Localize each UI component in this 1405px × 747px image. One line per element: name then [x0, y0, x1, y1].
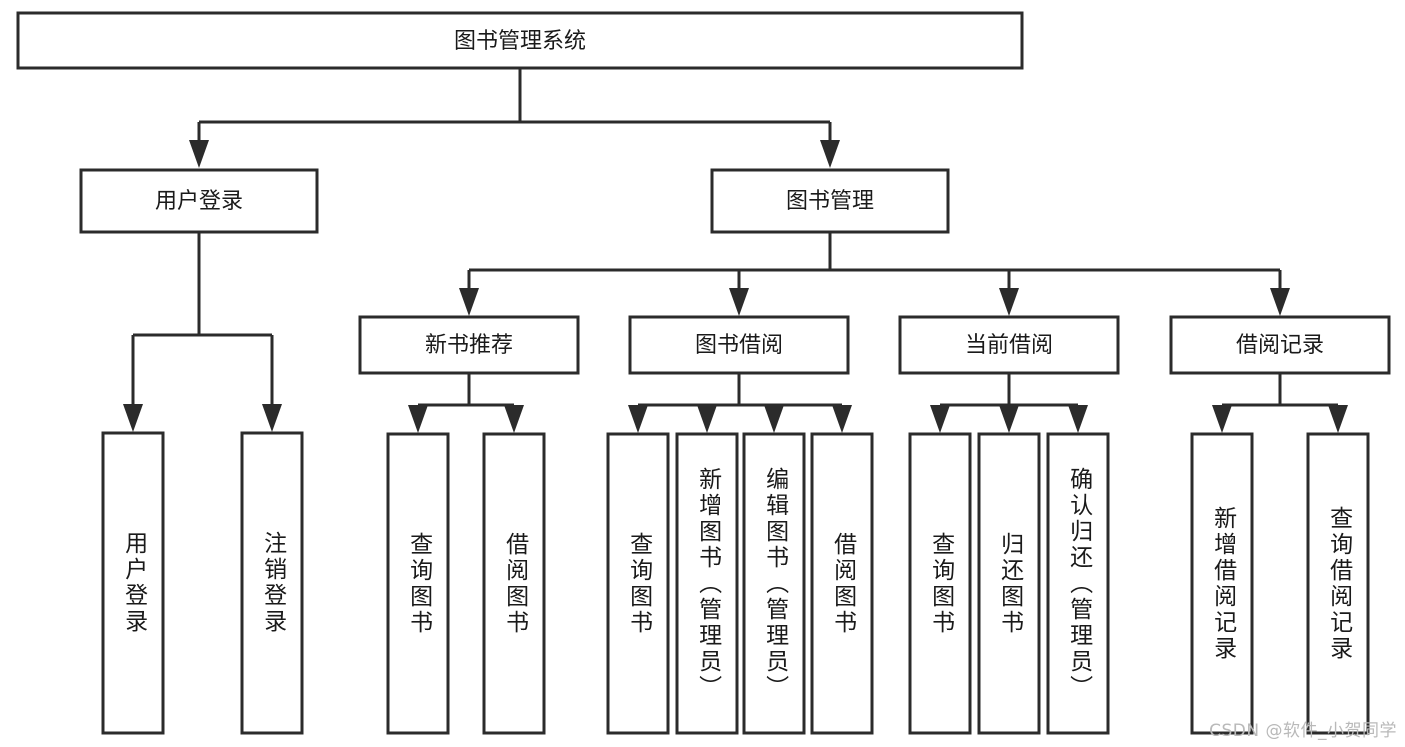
leaf-group-book-borrow	[606, 432, 874, 735]
leaf-box-bookborrow-4[interactable]	[810, 432, 874, 735]
node-current-borrow-box[interactable]	[898, 315, 1120, 375]
leaf-box-user-login-1[interactable]	[101, 431, 165, 735]
leaf-box-currentborrow-1[interactable]	[908, 432, 972, 735]
node-user-login[interactable]: 用户登录	[79, 168, 319, 234]
arrowhead-userlogin-leaf-2	[262, 404, 282, 432]
node-current-borrow[interactable]: 当前借阅	[898, 315, 1120, 375]
node-root[interactable]: 图书管理系统	[16, 11, 1024, 70]
leaf-box-bookborrow-1[interactable]	[606, 432, 670, 735]
connector-group-bookmanage-to-level3	[459, 232, 1290, 316]
leaf-group-user-login	[101, 431, 304, 735]
arrowhead-bookborrow-leaf-3	[764, 405, 784, 433]
node-book-manage-box[interactable]	[710, 168, 950, 234]
leaf-box-newbook-1[interactable]	[386, 432, 450, 735]
connector-group-userlogin-to-leaves	[123, 232, 282, 432]
arrowhead-book-manage	[820, 140, 840, 168]
arrowhead-borrowrecords-leaf-2	[1328, 405, 1348, 433]
leaf-box-currentborrow-3[interactable]	[1046, 432, 1110, 735]
node-user-login-box[interactable]	[79, 168, 319, 234]
leaf-box-bookborrow-2[interactable]	[675, 432, 739, 735]
node-book-borrow-box[interactable]	[628, 315, 850, 375]
node-user-login-label: 用户登录	[155, 189, 243, 214]
node-borrow-records-box[interactable]	[1169, 315, 1391, 375]
node-borrow-records-label: 借阅记录	[1236, 333, 1324, 358]
node-book-borrow[interactable]: 图书借阅	[628, 315, 850, 375]
arrowhead-newbook-leaf-1	[408, 405, 428, 433]
leaf-box-user-login-2[interactable]	[240, 431, 304, 735]
arrowhead-borrowrecords-leaf-1	[1212, 405, 1232, 433]
connector-group-borrowrecords-to-leaves	[1212, 373, 1348, 433]
arrowhead-newbook-leaf-2	[504, 405, 524, 433]
node-current-borrow-label: 当前借阅	[965, 333, 1053, 358]
leaf-group-new-book-recommend	[386, 432, 546, 735]
arrowhead-userlogin-leaf-1	[123, 404, 143, 432]
leaf-box-currentborrow-2[interactable]	[977, 432, 1041, 735]
node-root-label: 图书管理系统	[454, 29, 586, 54]
node-book-manage-label: 图书管理	[786, 189, 874, 214]
arrowhead-bookborrow	[729, 288, 749, 316]
leaf-box-newbook-2[interactable]	[482, 432, 546, 735]
arrowhead-bookborrow-leaf-1	[628, 405, 648, 433]
arrowhead-currentborrow-leaf-3	[1068, 405, 1088, 433]
arrowhead-bookborrow-leaf-4	[832, 405, 852, 433]
arrowhead-user-login	[189, 140, 209, 168]
watermark-text: CSDN @软件_小贺同学	[1209, 721, 1397, 741]
leaf-group-borrow-records	[1190, 432, 1370, 735]
leaf-box-borrowrecords-2[interactable]	[1306, 432, 1370, 735]
node-book-manage[interactable]: 图书管理	[710, 168, 950, 234]
node-root-box[interactable]	[16, 11, 1024, 70]
arrowhead-borrowrecords	[1270, 288, 1290, 316]
connector-group-root-to-level2	[189, 68, 840, 168]
connector-group-currentborrow-to-leaves	[930, 373, 1088, 433]
leaf-group-current-borrow	[908, 432, 1110, 735]
leaf-box-bookborrow-3[interactable]	[742, 432, 806, 735]
node-new-book-recommend-label: 新书推荐	[425, 333, 513, 358]
arrowhead-newbook	[459, 288, 479, 316]
arrowhead-currentborrow-leaf-2	[999, 405, 1019, 433]
arrowhead-currentborrow	[999, 288, 1019, 316]
node-book-borrow-label: 图书借阅	[695, 333, 783, 358]
connector-group-bookborrow-to-leaves	[628, 373, 852, 433]
leaf-box-borrowrecords-1[interactable]	[1190, 432, 1254, 735]
arrowhead-bookborrow-leaf-2	[697, 405, 717, 433]
arrowhead-currentborrow-leaf-1	[930, 405, 950, 433]
node-new-book-recommend[interactable]: 新书推荐	[358, 315, 580, 375]
node-borrow-records[interactable]: 借阅记录	[1169, 315, 1391, 375]
node-new-book-recommend-box[interactable]	[358, 315, 580, 375]
connector-group-newbook-to-leaves	[408, 373, 524, 433]
